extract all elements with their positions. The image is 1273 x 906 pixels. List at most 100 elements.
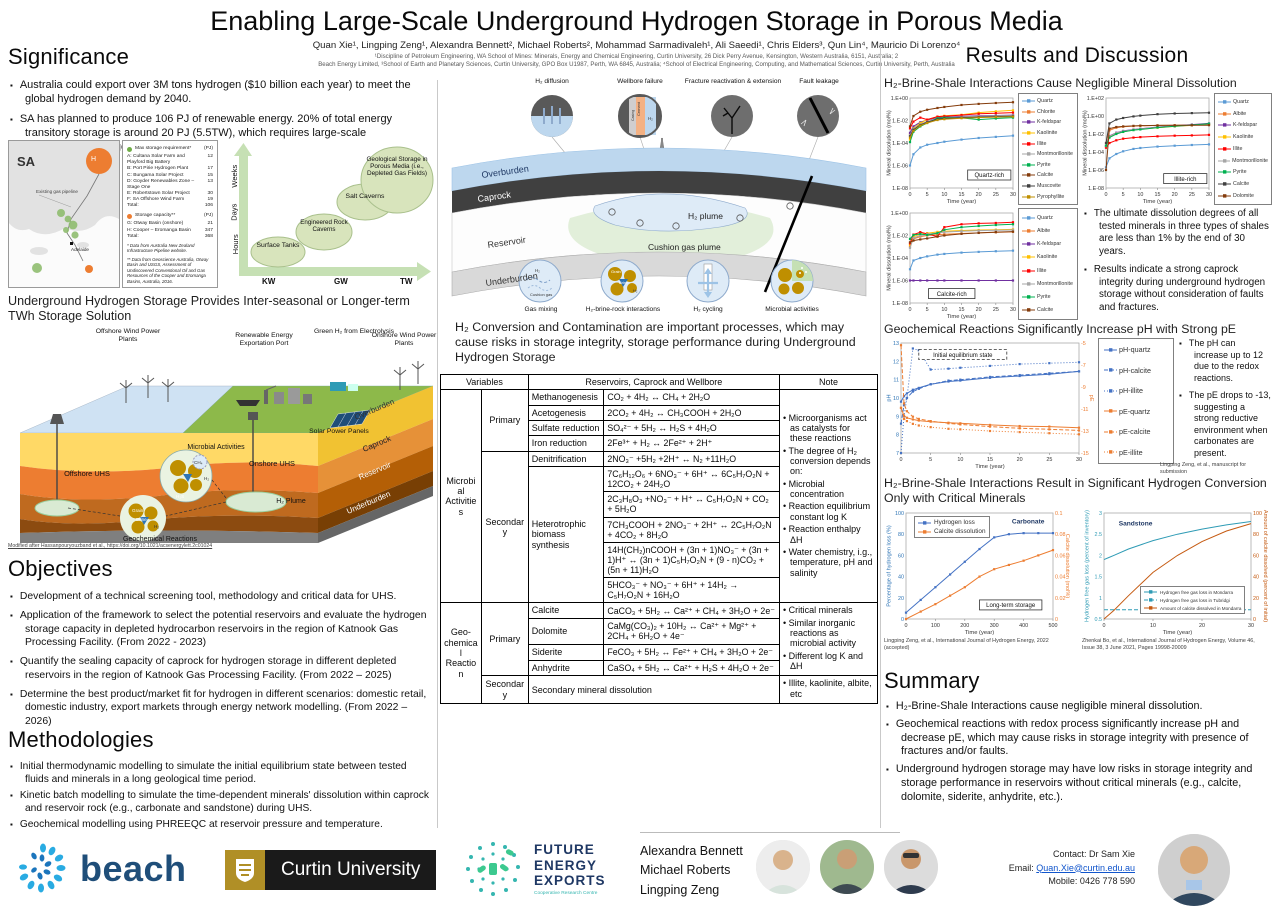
hydrogen-hub-marker [86,148,112,174]
diagram-credit-link[interactable]: Modified after Hassanpouryouzband et al.… [8,543,213,549]
svg-text:0: 0 [1105,192,1108,198]
svg-text:25: 25 [993,192,999,198]
results-bullet: Results indicate a strong caprock integr… [1084,264,1270,314]
xsec-caprock-label: Caprock [477,189,512,204]
gasmix-h2-label: H₂ [535,268,540,273]
xsec-h2-diffusion-label: H₂ diffusion [535,78,569,85]
brinerock-brine-label: Brine [619,280,629,285]
geochemical-reactions-label: Geochemical Reactions [123,536,197,543]
svg-text:10: 10 [1137,192,1143,198]
contact-block: Contact: Dr Sam Xie Email: Quan.Xie@curt… [945,848,1135,889]
svg-text:0.5: 0.5 [1095,617,1103,623]
level-secondary: Secondary [480,450,529,604]
team-name: Michael Roberts [640,863,731,878]
significance-bullet: Australia could export over 3M tons hydr… [10,78,430,106]
storage-legend-panel: Max storage requirement* (PJ) A: Cultana… [122,140,218,288]
svg-text:12: 12 [893,359,899,365]
wellbore-h2-label: H₂ [648,116,653,121]
legend-item: K-feldspar [1022,119,1074,125]
microbial-note: Microorganisms act as catalysts for thes… [778,389,879,604]
svg-text:Percentage of hydrogen loss (%: Percentage of hydrogen loss (%) [887,525,893,607]
fenex-word-energy: ENERGY [534,857,598,873]
legend-item: pE-quartz [1104,407,1168,416]
xsec-brine-rock-label: H₂-brine-rock interactions [585,306,661,313]
svg-text:10: 10 [957,457,963,463]
table-row: 5HCO₃⁻ + NO₃⁻ + 6H⁺ + 14H₂ → C₅H₇O₂N + 1… [441,577,878,604]
column-divider-right [880,46,881,828]
svg-text:1.E-04: 1.E-04 [1088,150,1104,156]
objectives-bullet: Quantify the sealing capacity of caprock… [10,655,432,682]
green-h2-label: Green H₂ from Electrolysis [313,328,395,335]
svg-text:15: 15 [1155,192,1161,198]
onshore-wind-label: Onshore Wind Power Plants [371,332,437,347]
svg-text:pE: pE [1088,395,1094,402]
table-row: Secondary Secondary mineral dissolution … [441,675,879,705]
svg-text:1.E-08: 1.E-08 [892,186,908,192]
legend-item: Pyrophyllite [1022,194,1074,200]
svg-text:Time (year): Time (year) [1163,630,1192,636]
svg-text:20: 20 [976,192,982,198]
legend-footnote-1: * Data from Australia New Zealand Infras… [127,242,195,254]
svg-text:0: 0 [905,623,908,629]
xsec-h2-plume-label: H₂ plume [688,211,723,221]
svg-text:2: 2 [1099,553,1102,559]
svg-text:0.1: 0.1 [1055,511,1063,517]
methodologies-heading: Methodologies [8,727,154,752]
beach-logo: beach [14,840,187,898]
curtin-wordmark: Curtin University [265,850,437,890]
legend-item: Amount of calcite dissolved in Mondarra [1144,605,1241,611]
svg-text:100: 100 [895,511,904,517]
wellbore-cement-label: Cement [636,101,641,116]
xsec-wellbore-failure-label: Wellbore failure [617,78,663,85]
svg-text:30: 30 [1248,623,1254,629]
table-row: 14H(CH₂)nCOOH + (3n + 1)NO₃⁻ + (3n + 1)H… [441,541,878,579]
curtin-logo: Curtin University [225,850,437,890]
email-link[interactable]: Quan.Xie@curtin.edu.au [1036,862,1135,873]
results-bullet: The pH can increase up to 12 due to the … [1179,338,1271,384]
svg-text:25: 25 [1046,457,1052,463]
fenex-subtitle: Cooperative Research Centre [534,891,598,897]
results-bullet: The pE drops to -13, suggesting a strong… [1179,390,1271,459]
svg-text:11: 11 [893,378,899,384]
svg-text:1.E-06: 1.E-06 [892,164,908,170]
svg-text:200: 200 [960,623,969,629]
offshore-wind-label: Offshore Wind Power Plants [95,328,161,343]
legend-item: Quartz [1022,215,1074,221]
methodologies-bullet: Kinetic batch modelling to simulate the … [10,789,432,815]
svg-text:Time (year): Time (year) [965,630,994,636]
results-subheading-3: H₂-Brine-Shale Interactions Result in Si… [884,476,1267,505]
xsec-h2-cycling-label: H₂ cycling [693,306,723,313]
svg-text:30: 30 [1010,192,1016,198]
sandstone-citation: Zhenkai Bo, et al., International Journa… [1082,638,1255,652]
xsec-microbial-label: Microbial activities [765,306,819,313]
svg-text:20: 20 [1199,623,1205,629]
legend-item: Calcite [1218,181,1268,187]
svg-text:0: 0 [901,617,904,623]
geo-note-2: Illite, kaolinite, albite, etc [778,675,879,705]
legend-cap-unit: (PJ) [204,213,213,219]
fenex-dots-icon [466,842,520,896]
team-photos [756,840,938,894]
inset-brine-label: Brine [136,517,147,522]
svg-text:5: 5 [1122,192,1125,198]
svg-text:1.5: 1.5 [1095,575,1103,581]
svg-text:Time (year): Time (year) [947,199,976,205]
legend-item: pE-calcite [1104,427,1168,436]
legend-item: Hydrogen free gas loss in Mondarra [1144,589,1241,595]
svg-text:100: 100 [931,623,940,629]
svg-text:1.E-04: 1.E-04 [892,256,908,262]
svg-text:1.E-08: 1.E-08 [892,301,908,307]
svg-text:10: 10 [941,307,947,313]
svg-text:Initial equilibrium state: Initial equilibrium state [933,353,993,359]
legend-req-unit: (PJ) [204,146,213,151]
h2-plume-label: H₂ Plume [276,498,306,505]
legend-item: Illite [1022,268,1074,274]
